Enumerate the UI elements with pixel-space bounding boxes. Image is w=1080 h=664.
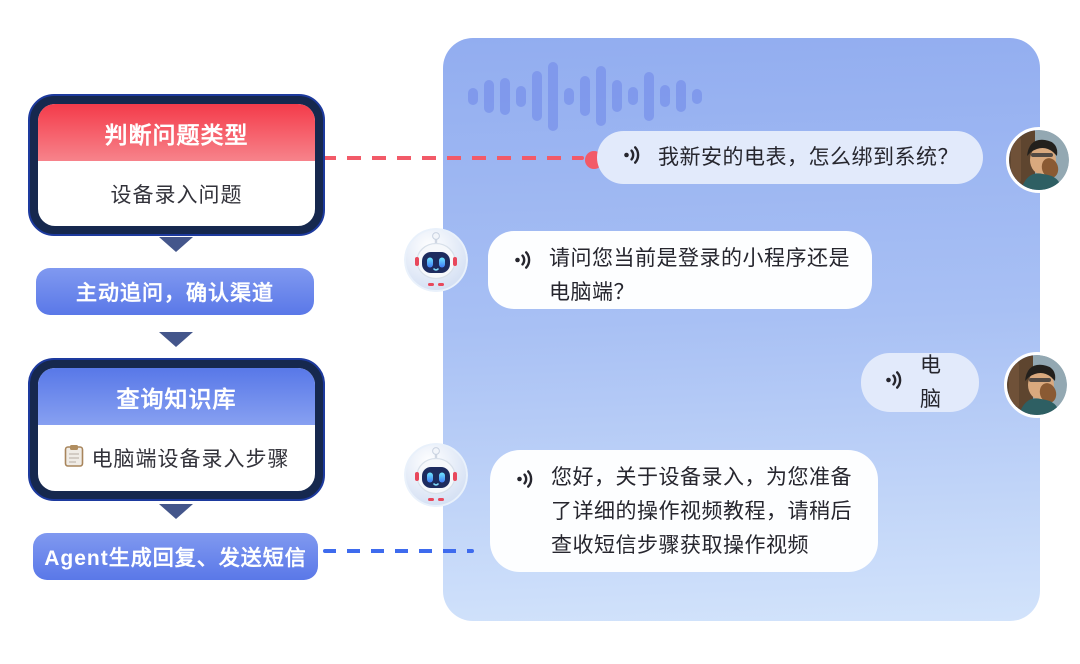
arrow-down-icon	[159, 332, 193, 347]
chat-bubble-bot-2: 您好，关于设备录入，为您准备了详细的操作视频教程，请稍后查收短信步骤获取操作视频	[490, 450, 878, 572]
chat-message-text: 电脑	[920, 353, 942, 411]
waveform-bar	[692, 88, 702, 104]
waveform-bar	[660, 85, 670, 107]
waveform-bar	[548, 61, 558, 131]
arrow-down-icon	[159, 237, 193, 252]
sound-wave-icon	[883, 368, 909, 398]
flow-card-knowledge-base: 查询知识库 电脑端设备录入步骤	[28, 358, 325, 501]
chat-bubble-user-2: 电脑	[861, 353, 979, 412]
chat-bubble-user-1: 我新安的电表，怎么绑到系统？	[597, 131, 983, 184]
bot-avatar	[404, 228, 468, 292]
waveform-bar	[644, 71, 654, 121]
waveform-bar	[532, 71, 542, 121]
chat-message-text: 您好，关于设备录入，为您准备了详细的操作视频教程，请稍后查收短信步骤获取操作视频	[551, 466, 852, 557]
flow-card-problem-type: 判断问题类型 设备录入问题	[28, 94, 325, 236]
chat-message-text: 请问您当前是登录的小程序还是电脑端？	[549, 247, 850, 304]
flow-step-generate-reply-sms: Agent生成回复、发送短信	[33, 533, 318, 580]
flow-card-body: 电脑端设备录入步骤	[91, 448, 290, 471]
question-connector-line	[322, 156, 584, 160]
waveform-bar	[516, 85, 526, 107]
waveform-bar	[468, 87, 478, 105]
flow-step-confirm-channel: 主动追问，确认渠道	[36, 268, 314, 315]
waveform-bar	[580, 76, 590, 116]
sound-wave-icon	[621, 143, 647, 173]
audio-waveform-icon	[468, 56, 713, 136]
user-avatar	[1004, 352, 1070, 418]
flow-card-header: 查询知识库	[38, 368, 315, 425]
user-avatar	[1006, 127, 1072, 193]
clipboard-icon	[64, 444, 84, 473]
sound-wave-icon	[514, 467, 540, 497]
waveform-bar	[596, 66, 606, 126]
bot-avatar	[404, 443, 468, 507]
flow-card-body: 设备录入问题	[110, 183, 243, 207]
answer-connector-line	[323, 549, 474, 553]
waveform-bar	[500, 77, 510, 115]
waveform-bar	[676, 80, 686, 112]
waveform-bar	[628, 87, 638, 105]
waveform-bar	[484, 79, 494, 113]
flow-card-header: 判断问题类型	[38, 104, 315, 161]
chat-message-text: 我新安的电表，怎么绑到系统？	[658, 145, 959, 169]
waveform-bar	[564, 87, 574, 105]
sound-wave-icon	[512, 248, 538, 278]
chat-bubble-bot-1: 请问您当前是登录的小程序还是电脑端？	[488, 231, 872, 309]
arrow-down-icon	[159, 504, 193, 519]
waveform-bar	[612, 80, 622, 112]
